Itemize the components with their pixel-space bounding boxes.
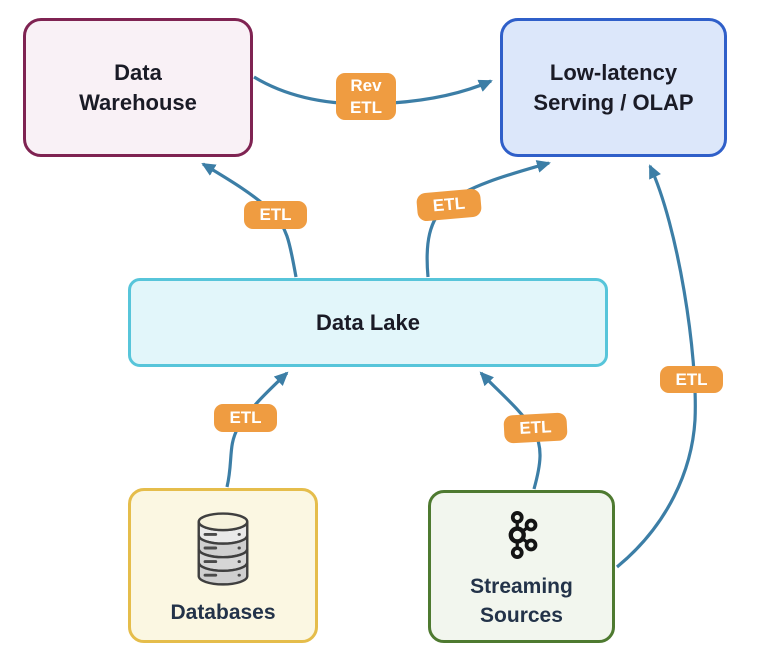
node-data-lake: Data Lake xyxy=(128,278,608,367)
node-data-warehouse: Data Warehouse xyxy=(23,18,253,157)
kafka-icon xyxy=(508,511,537,560)
arrow-lake-to-olap xyxy=(425,160,551,278)
node-label-low-latency-olap: Low-latency Serving / OLAP xyxy=(533,59,694,115)
node-label-data-warehouse: Data Warehouse xyxy=(79,59,197,115)
node-databases: Databases xyxy=(128,488,318,643)
edge-label-rev-etl: Rev ETL xyxy=(336,73,396,120)
node-label-databases: Databases xyxy=(170,601,276,625)
node-low-latency-olap: Low-latency Serving / OLAP xyxy=(500,18,727,157)
edge-label-etl-streaming-to-lake: ETL xyxy=(503,412,568,444)
edge-label-etl-lake-to-warehouse: ETL xyxy=(244,201,307,229)
edge-label-etl-lake-to-olap: ETL xyxy=(415,188,483,222)
node-label-data-lake: Data Lake xyxy=(316,309,420,335)
edge-label-etl-streaming-to-olap: ETL xyxy=(660,366,723,393)
edge-label-etl-databases-to-lake: ETL xyxy=(214,404,277,432)
node-streaming-sources: Streaming Sources xyxy=(428,490,615,643)
database-cylinder-icon xyxy=(197,512,249,586)
node-label-streaming-sources: Streaming Sources xyxy=(470,575,573,627)
